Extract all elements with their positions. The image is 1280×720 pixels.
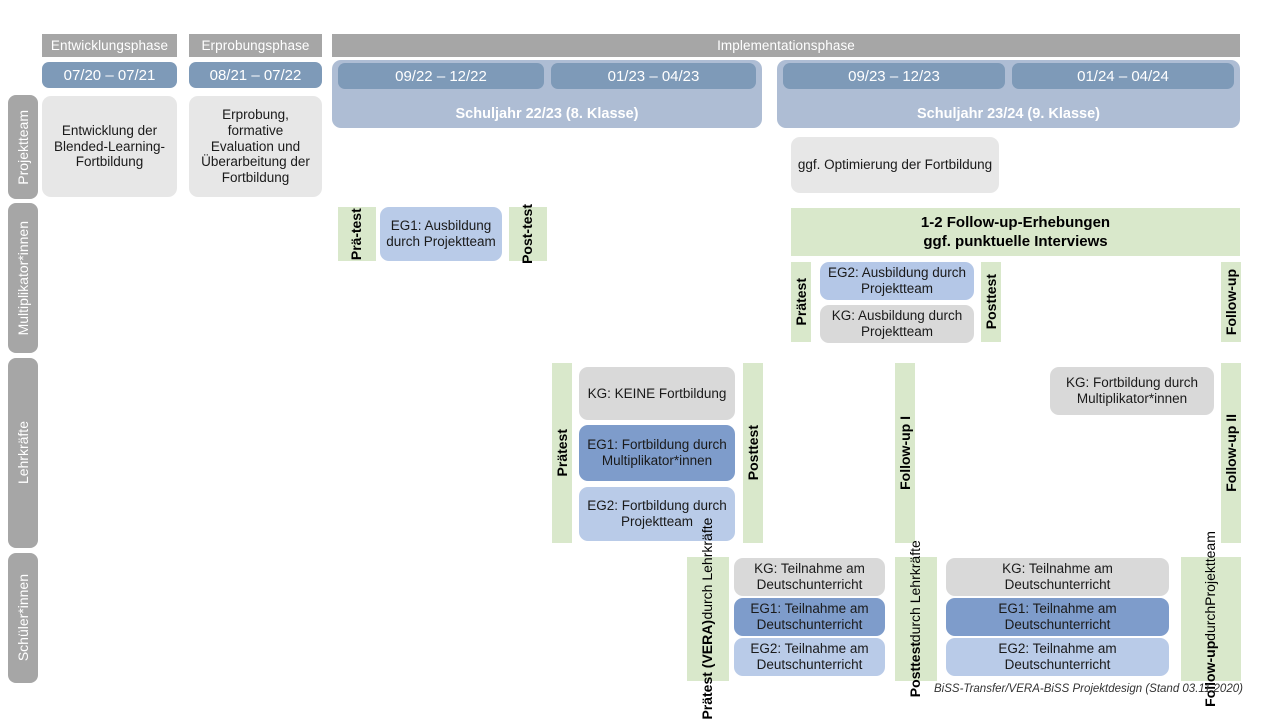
- phase-label: Erprobungsphase: [201, 38, 310, 53]
- row-label-text: Lehrkräfte: [15, 421, 31, 485]
- mult-box-eg1: EG1: Ausbildung durch Projektteam: [380, 207, 502, 261]
- row-label-text: Projektteam: [15, 109, 31, 185]
- followup-banner-line1: 1-2 Follow-up-Erhebungen: [920, 213, 1111, 231]
- posttest-line2: test: [518, 204, 535, 229]
- praetest-vera-line2: durch Lehrkräfte: [699, 518, 716, 621]
- followup-line3: Projektteam: [1202, 531, 1219, 606]
- schueler-box-eg1-right: EG1: Teilnahme am Deutschunterricht: [946, 598, 1169, 636]
- followup-text: Follow-up: [1222, 268, 1239, 336]
- box-text: Erprobung, formative Evaluation und Über…: [201, 106, 310, 186]
- mult-praetest-band-2: Prätest: [791, 262, 811, 342]
- row-label-multiplikatorinnen: Multiplikator*innen: [8, 203, 38, 353]
- followup-line1: Follow-up: [1202, 640, 1219, 707]
- phase-bar-implementationsphase: Implementationsphase: [332, 34, 1240, 57]
- posttest-text: Posttest: [744, 425, 761, 481]
- praetest-text: Prätest: [792, 278, 809, 326]
- lehr-box-kg-keine: KG: KEINE Fortbildung: [579, 367, 735, 420]
- box-text: EG1: Teilnahme am Deutschunterricht: [998, 601, 1117, 632]
- mult-posttest-band: Post- test: [509, 204, 547, 264]
- posttest-line1: Posttest: [907, 642, 924, 698]
- box-text: EG2: Teilnahme am Deutschunterricht: [750, 641, 869, 672]
- box-text: EG1: Ausbildung durch Projektteam: [386, 218, 496, 249]
- projektteam-box-entwicklung: Entwicklung der Blended-Learning-Fortbil…: [42, 96, 177, 197]
- row-label-projektteam: Projektteam: [8, 95, 38, 199]
- praetest-text: Prätest: [553, 429, 570, 477]
- schueler-box-eg2-right: EG2: Teilnahme am Deutschunterricht: [946, 638, 1169, 676]
- lehr-box-eg1: EG1: Fortbildung durch Multiplikator*inn…: [579, 425, 735, 481]
- phase-label: Implementationsphase: [717, 38, 855, 53]
- followup2-text: Follow-up II: [1222, 414, 1239, 492]
- schueler-box-eg1-left: EG1: Teilnahme am Deutschunterricht: [734, 598, 885, 636]
- mult-followup-banner: 1-2 Follow-up-Erhebungen ggf. punktuelle…: [791, 208, 1240, 256]
- date-pill-0922-1222: 09/22 – 12/22: [338, 63, 544, 89]
- followup-banner-line2: ggf. punktuelle Interviews: [923, 233, 1108, 250]
- box-text: KG: KEINE Fortbildung: [587, 385, 727, 401]
- date-label: 01/23 – 04/23: [607, 67, 700, 85]
- date-pill-0123-0423: 01/23 – 04/23: [551, 63, 756, 89]
- row-label-lehrkraefte: Lehrkräfte: [8, 358, 38, 548]
- mult-box-kg: KG: Ausbildung durch Projektteam: [820, 305, 974, 343]
- lehr-praetest-band: Prätest: [552, 363, 572, 543]
- schoolyear-container-2223: 09/22 – 12/22 01/23 – 04/23 Schuljahr 22…: [332, 60, 762, 128]
- posttest-line1: Post-: [518, 228, 535, 264]
- schueler-praetest-band: Prätest (VERA) durch Lehrkräfte: [687, 518, 729, 720]
- date-pill-0821-0722: 08/21 – 07/22: [189, 62, 322, 88]
- schueler-followup-band: Follow-up durch Projektteam: [1181, 531, 1241, 707]
- box-text: KG: Teilnahme am Deutschunterricht: [754, 561, 865, 592]
- praetest-line2: test: [347, 207, 364, 233]
- row-label-text: Schüler*innen: [15, 574, 31, 662]
- date-label: 09/23 – 12/23: [848, 67, 940, 85]
- schueler-box-eg2-left: EG2: Teilnahme am Deutschunterricht: [734, 638, 885, 676]
- lehr-followup2-band: Follow-up II: [1221, 363, 1241, 543]
- box-text: KG: Teilnahme am Deutschunterricht: [1002, 561, 1113, 592]
- box-text: EG2: Ausbildung durch Projektteam: [827, 265, 967, 296]
- projektteam-box-erprobung: Erprobung, formative Evaluation und Über…: [189, 96, 322, 197]
- lehr-posttest-band: Posttest: [743, 363, 763, 543]
- mult-box-eg2: EG2: Ausbildung durch Projektteam: [820, 262, 974, 300]
- posttest-text: Posttest: [982, 274, 999, 330]
- date-pill-0923-1223: 09/23 – 12/23: [783, 63, 1005, 89]
- box-text: EG2: Teilnahme am Deutschunterricht: [998, 641, 1117, 672]
- followup-line2: durch: [1202, 605, 1219, 641]
- mult-followup-band: Follow-up: [1221, 262, 1241, 342]
- schueler-box-kg-right: KG: Teilnahme am Deutschunterricht: [946, 558, 1169, 596]
- phase-label: Entwicklungsphase: [50, 38, 169, 53]
- schoolyear-container-2324: 09/23 – 12/23 01/24 – 04/24 Schuljahr 23…: [777, 60, 1240, 128]
- posttest-line2: durch Lehrkräfte: [907, 540, 924, 643]
- praetest-vera-line1: Prätest (VERA): [699, 620, 716, 720]
- footer-caption: BiSS-Transfer/VERA-BiSS Projektdesign (S…: [934, 683, 1243, 695]
- schueler-box-kg-left: KG: Teilnahme am Deutschunterricht: [734, 558, 885, 596]
- row-label-text: Multiplikator*innen: [15, 220, 31, 336]
- date-pill-0124-0424: 01/24 – 04/24: [1012, 63, 1234, 89]
- lehr-box-eg2: EG2: Fortbildung durch Projektteam: [579, 487, 735, 541]
- followup1-text: Follow-up I: [896, 416, 913, 490]
- box-text: EG2: Fortbildung durch Projektteam: [587, 498, 727, 529]
- box-text: ggf. Optimierung der Fortbildung: [797, 157, 993, 173]
- box-text: EG1: Fortbildung durch Multiplikator*inn…: [587, 437, 727, 468]
- date-label: 08/21 – 07/22: [209, 66, 302, 84]
- date-label: 01/24 – 04/24: [1077, 67, 1169, 85]
- box-text: EG1: Teilnahme am Deutschunterricht: [750, 601, 869, 632]
- phase-bar-entwicklungsphase: Entwicklungsphase: [42, 34, 177, 57]
- box-text: KG: Fortbildung durch Multiplikator*inne…: [1065, 375, 1199, 406]
- date-pill-0720-0721: 07/20 – 07/21: [42, 62, 177, 88]
- box-text: KG: Ausbildung durch Projektteam: [831, 308, 963, 339]
- lehr-followup1-band: Follow-up I: [895, 363, 915, 543]
- mult-praetest-band: Prä- test: [338, 207, 376, 261]
- lehr-box-kg-fortbildung: KG: Fortbildung durch Multiplikator*inne…: [1050, 367, 1214, 415]
- projektteam-box-optimierung: ggf. Optimierung der Fortbildung: [791, 137, 999, 193]
- date-label: 09/22 – 12/22: [395, 67, 487, 85]
- praetest-line1: Prä-: [347, 232, 364, 261]
- schoolyear-label-2223: Schuljahr 22/23 (8. Klasse): [455, 106, 639, 122]
- date-label: 07/20 – 07/21: [63, 66, 156, 84]
- row-label-schuelerinnen: Schüler*innen: [8, 553, 38, 683]
- mult-posttest-band-2: Posttest: [981, 262, 1001, 342]
- phase-bar-erprobungsphase: Erprobungsphase: [189, 34, 322, 57]
- schueler-posttest-band: Posttest durch Lehrkräfte: [895, 540, 937, 698]
- schoolyear-label-2324: Schuljahr 23/24 (9. Klasse): [917, 106, 1100, 122]
- box-text: Entwicklung der Blended-Learning-Fortbil…: [53, 122, 166, 170]
